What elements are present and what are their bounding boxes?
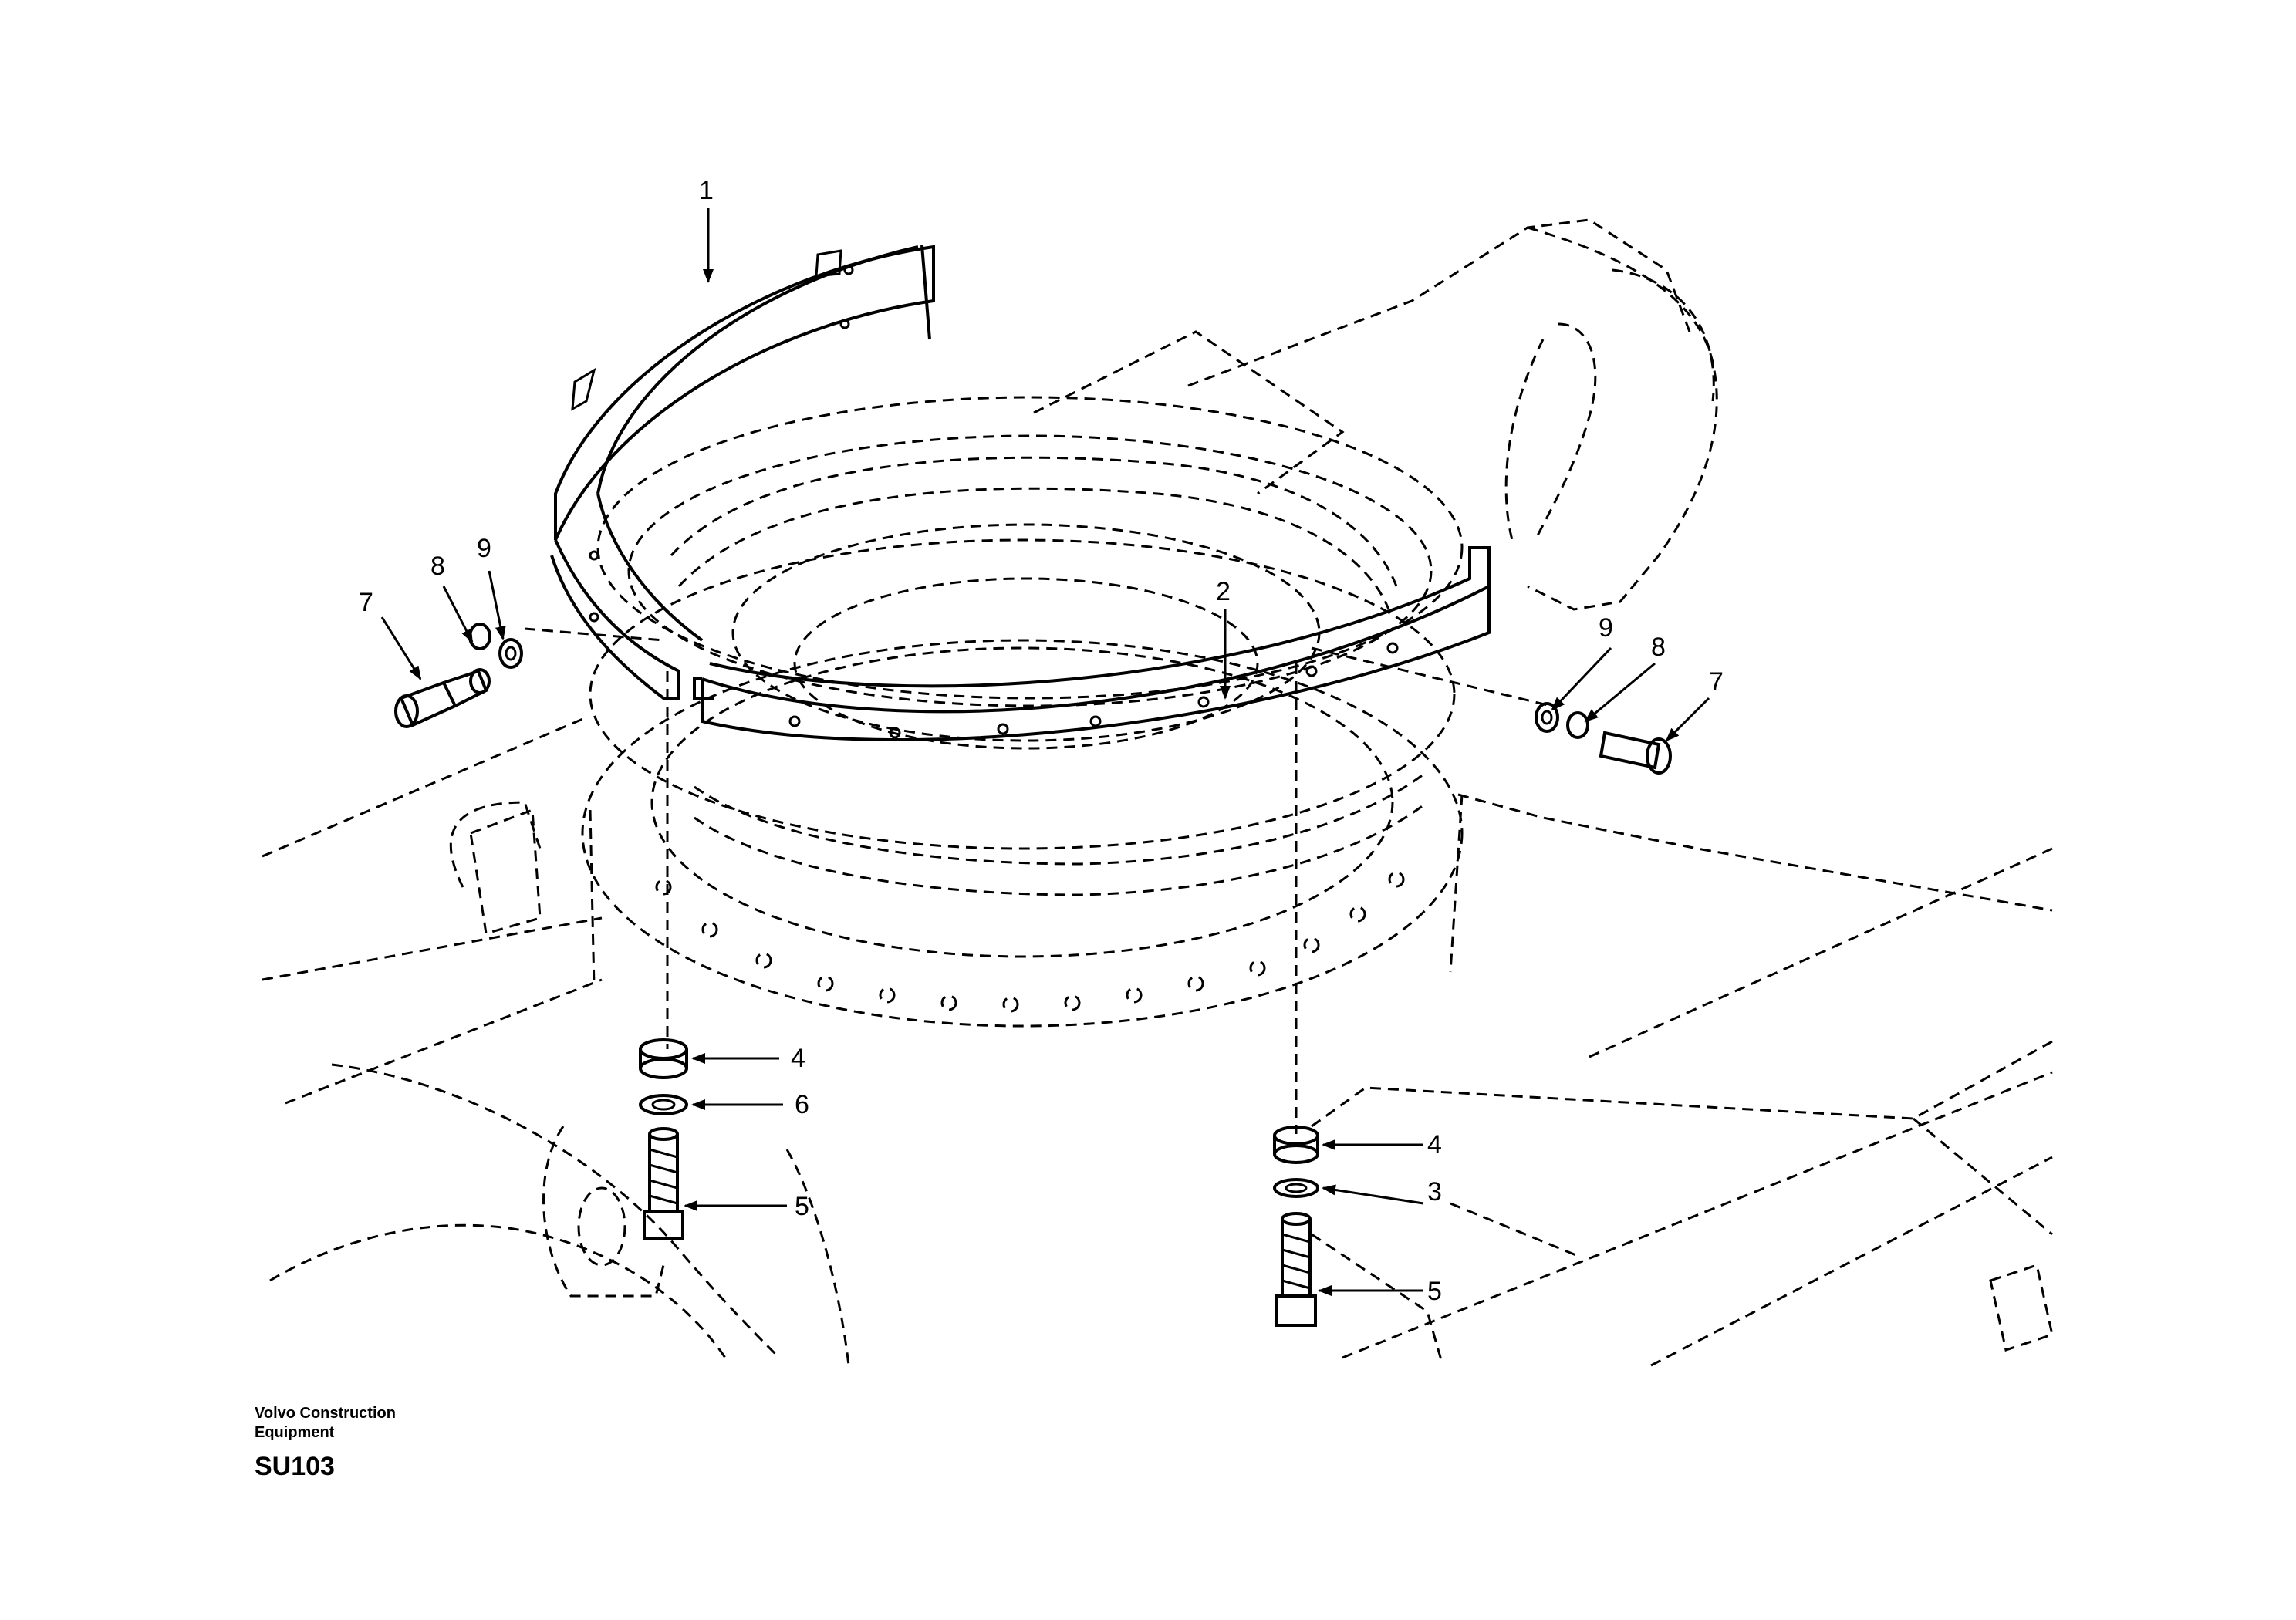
callout-2: 2: [1216, 577, 1231, 606]
ring-guard-part-1: [550, 245, 935, 700]
drawing-code: SU103: [255, 1452, 335, 1481]
brand-name: Volvo Construction Equipment: [255, 1405, 396, 1441]
callout-3: 3: [1427, 1177, 1442, 1207]
right-lower-stack: [1273, 1126, 1319, 1327]
callout-9-left: 9: [477, 534, 491, 563]
right-bolt-assembly: [1535, 702, 1672, 775]
left-bolt-assembly: [394, 623, 523, 728]
callout-4-left: 4: [791, 1044, 805, 1073]
drawing-footer: Volvo Construction Equipment SU103: [255, 1404, 424, 1482]
background-machine-outline: [262, 218, 2054, 1367]
callout-9-right: 9: [1599, 613, 1613, 643]
callout-7-left: 7: [359, 588, 373, 617]
callout-8-left: 8: [430, 552, 445, 581]
callout-4-right: 4: [1427, 1130, 1442, 1159]
callout-1: 1: [699, 176, 714, 205]
callout-5-right: 5: [1427, 1277, 1442, 1306]
callout-leaders: [380, 208, 1710, 1296]
callout-8-right: 8: [1651, 633, 1666, 662]
callout-5-left: 5: [795, 1192, 809, 1221]
ring-guard-part-2: [693, 546, 1491, 741]
callout-7-right: 7: [1709, 667, 1724, 697]
left-lower-stack: [639, 1038, 688, 1240]
callout-6: 6: [795, 1090, 809, 1119]
callout-labels: 1 2 3 4 4 5 5 6 7 7 8 8 9 9: [359, 176, 1724, 1306]
